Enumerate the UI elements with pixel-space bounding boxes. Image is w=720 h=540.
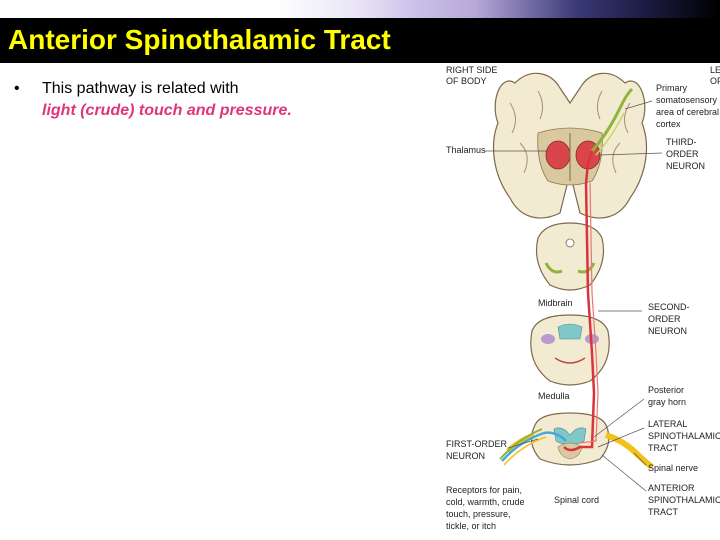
spinal-cord-section <box>499 412 654 470</box>
label-anterior: ANTERIOR <box>648 483 695 493</box>
bullet-dot-icon: • <box>14 80 20 97</box>
label-medulla: Medulla <box>538 391 570 401</box>
label-lateral-tract: TRACT <box>648 443 678 453</box>
label-first-neuron: NEURON <box>446 451 485 461</box>
label-lateral-spinothalamic: SPINOTHALAMIC <box>648 431 720 441</box>
label-spinal-cord: Spinal cord <box>554 495 599 505</box>
midbrain-section <box>535 222 605 291</box>
bullet-text: This pathway is related with <box>42 80 239 97</box>
label-third-neuron: NEURON <box>666 161 705 171</box>
bullet-emphasis: light (crude) touch and pressure. <box>42 102 292 119</box>
label-receptors-2: cold, warmth, crude <box>446 497 525 507</box>
first-order-neuron <box>501 431 567 462</box>
label-left-of: OF <box>710 76 720 86</box>
cerebrum-section <box>492 72 648 219</box>
label-primary: Primary <box>656 83 687 93</box>
slide-title: Anterior Spinothalamic Tract <box>8 24 391 55</box>
label-left-side: LE <box>710 65 720 75</box>
label-thalamus: Thalamus <box>446 145 486 155</box>
spinal-nerve <box>605 432 654 470</box>
label-somatosensory: somatosensory <box>656 95 718 105</box>
label-second: SECOND- <box>648 302 690 312</box>
label-spinal-nerve: Spinal nerve <box>648 463 698 473</box>
label-gray-horn: gray horn <box>648 397 686 407</box>
title-bar: Anterior Spinothalamic Tract <box>0 18 720 63</box>
header-gradient-band <box>0 0 720 18</box>
label-receptors-3: touch, pressure, <box>446 509 511 519</box>
label-anterior-spinothalamic: SPINOTHALAMIC <box>648 495 720 505</box>
bullet-list: • This pathway is related with light (cr… <box>14 78 414 122</box>
label-second-order: ORDER <box>648 314 681 324</box>
bullet-item: • This pathway is related with <box>14 78 414 100</box>
label-area-cerebral: area of cerebral <box>656 107 719 117</box>
label-second-neuron: NEURON <box>648 326 687 336</box>
label-lateral: LATERAL <box>648 419 687 429</box>
label-anterior-tract: TRACT <box>648 507 678 517</box>
label-first-order: FIRST-ORDER <box>446 439 508 449</box>
label-midbrain: Midbrain <box>538 298 573 308</box>
label-of-body: OF BODY <box>446 76 487 86</box>
label-posterior: Posterior <box>648 385 684 395</box>
label-receptors-4: tickle, or itch <box>446 521 496 531</box>
third-order-pathway <box>590 87 634 152</box>
label-receptors: Receptors for pain, <box>446 485 522 495</box>
label-third-order: ORDER <box>666 149 699 159</box>
spinothalamic-diagram: RIGHT SIDE OF BODY LE OF Primary somatos… <box>446 65 720 531</box>
anterior-spinothalamic-tract <box>563 162 596 452</box>
label-right-side: RIGHT SIDE <box>446 65 497 75</box>
label-cortex: cortex <box>656 119 681 129</box>
thalamus-right <box>545 140 571 170</box>
label-third: THIRD- <box>666 137 697 147</box>
